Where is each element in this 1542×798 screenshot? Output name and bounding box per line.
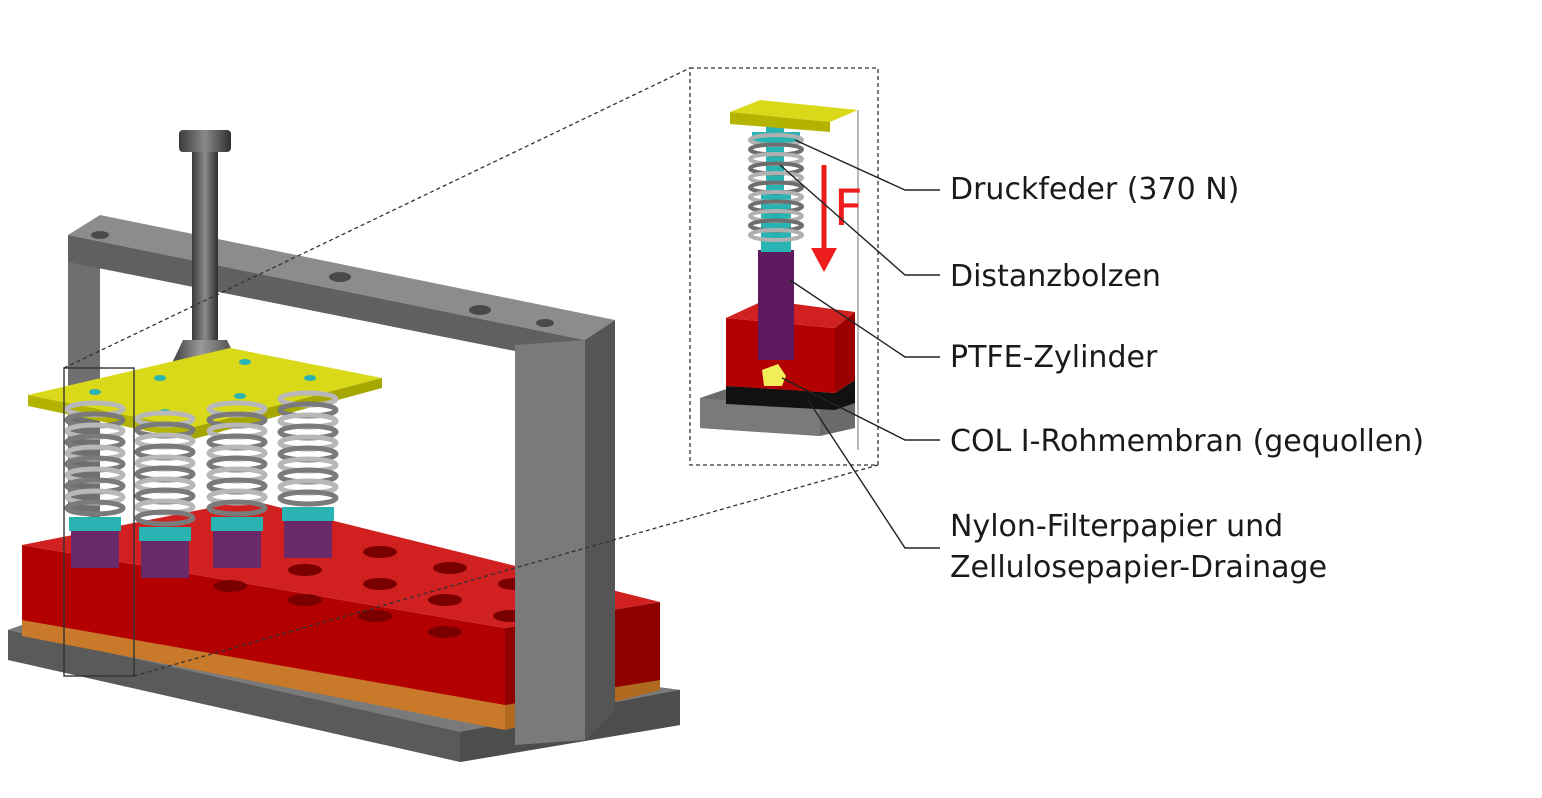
detail-spring: [748, 133, 804, 242]
label-distanzbolzen: Distanzbolzen: [950, 259, 1161, 294]
spring-nut: [141, 540, 189, 578]
detail-frame: [689, 67, 879, 466]
force-label: F: [834, 179, 863, 237]
red-sample-block: [22, 545, 505, 705]
membrane: [762, 364, 786, 386]
screw-rod: [192, 148, 218, 348]
copper-layer: [22, 618, 505, 730]
spring-coil: [206, 499, 268, 517]
label-filterpapier-line2: Zellulosepapier-Drainage: [950, 550, 1327, 585]
detail-top-plate: [730, 100, 858, 122]
top-plate: [28, 348, 382, 428]
label-druckfeder: Druckfeder (370 N): [950, 172, 1239, 207]
ptfe-cylinder: [758, 250, 794, 360]
label-ptfe-zylinder: PTFE-Zylinder: [950, 340, 1158, 375]
spring-nut: [71, 530, 119, 568]
compression-springs: [64, 390, 339, 578]
spring-nut: [213, 530, 261, 568]
spring-coil: [277, 489, 339, 507]
leader-lines: [779, 139, 940, 549]
force-arrow: [811, 165, 837, 272]
zoom-line-bottom: [133, 464, 879, 677]
selection-box: [63, 367, 135, 677]
filter-layer: [726, 380, 855, 410]
label-filterpapier-line1: Nylon-Filterpapier und: [950, 509, 1283, 544]
zoom-line-top: [63, 67, 691, 369]
press-assembly: [8, 130, 680, 762]
frame-right-post: [515, 340, 585, 745]
detail-spring-coil: [748, 228, 804, 242]
detail-inset: F: [689, 67, 879, 466]
spring-nut: [284, 520, 332, 558]
label-col-membran: COL I-Rohmembran (gequollen): [950, 424, 1424, 459]
spring-coil: [134, 509, 196, 527]
spring-coil: [64, 499, 126, 517]
